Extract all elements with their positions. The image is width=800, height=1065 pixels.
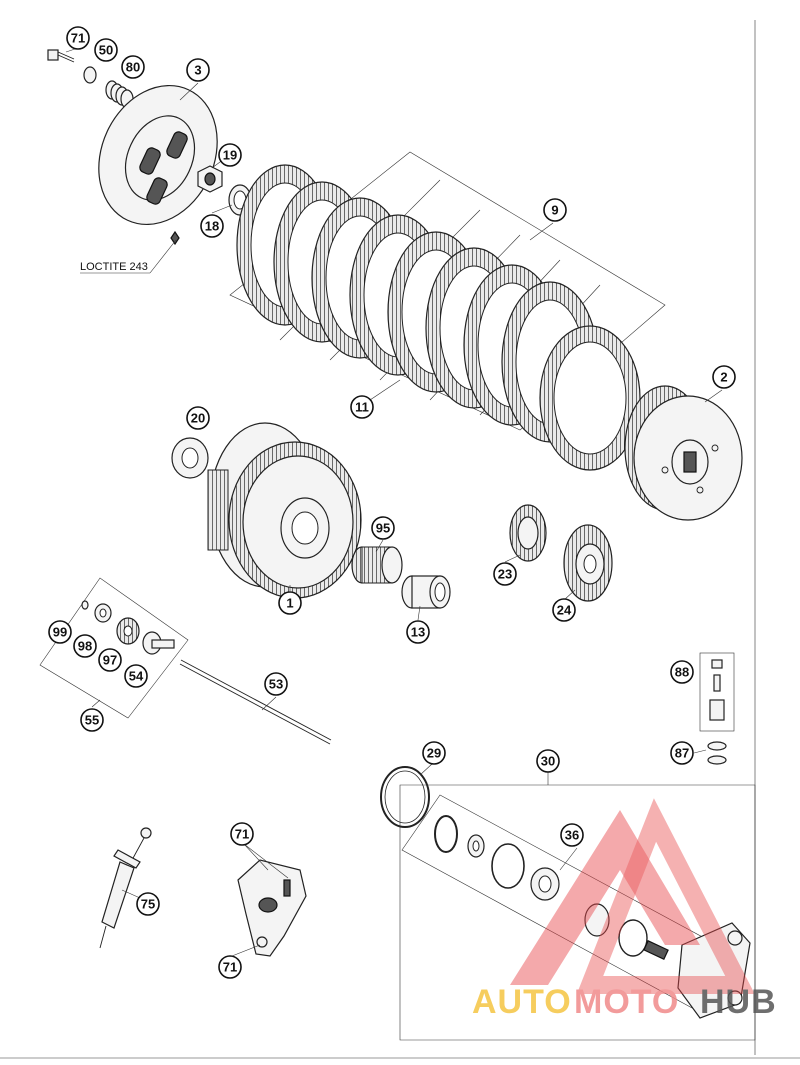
washer-part [83,66,97,84]
watermark-text-auto: AUTO [472,983,572,1021]
svg-text:20: 20 [191,411,205,426]
bolt-part [47,49,75,63]
clutch-disc-stack [229,151,666,471]
slave-cylinder-assembly [399,772,756,1041]
svg-text:23: 23 [498,567,512,582]
watermark-text-moto: MOTO [574,983,679,1021]
callout-2: 2 [712,365,736,389]
svg-text:87: 87 [675,746,689,761]
leader-lines [65,47,723,957]
callout-24: 24 [552,598,576,622]
svg-text:11: 11 [355,400,369,415]
gear-24-part [563,524,613,602]
svg-text:2: 2 [720,370,727,385]
outer-basket-part [207,422,362,599]
push-rod-part [179,659,332,745]
loctite-note: LOCTITE 243 [80,261,148,273]
callout-11: 11 [350,395,374,419]
thrust-washer-part [171,437,209,479]
watermark-text-hub: HUB [700,983,777,1021]
callout-3: 3 [186,58,210,82]
svg-text:71: 71 [235,827,249,842]
callout-1: 1 [278,591,302,615]
callout-87: 87 [670,741,694,765]
slave-cover-part [237,859,307,957]
svg-text:13: 13 [411,625,425,640]
callout-23: 23 [493,562,517,586]
o-ring-part [380,766,430,828]
bleeder-set [699,652,735,765]
nut-part [197,165,223,193]
callout-19: 19 [218,143,242,167]
callout-9: 9 [543,198,567,222]
pressure-plate-part [98,84,218,226]
callout-71-bolt: 71 [66,26,90,50]
callout-36: 36 [560,823,584,847]
pressure-piece-set [39,577,189,719]
svg-text:1: 1 [286,596,293,611]
callout-71-cover-bottom: 71 [218,955,242,979]
svg-text:24: 24 [557,603,572,618]
callout-13: 13 [406,620,430,644]
svg-text:30: 30 [541,754,555,769]
callout-97: 97 [98,648,122,672]
callout-55: 55 [80,708,104,732]
svg-text:53: 53 [269,677,283,692]
callout-71-cover-top: 71 [230,822,254,846]
svg-text:71: 71 [71,31,85,46]
svg-text:71: 71 [223,960,237,975]
callout-95: 95 [371,516,395,540]
callout-99: 99 [48,620,72,644]
svg-text:50: 50 [99,43,113,58]
callout-80: 80 [121,55,145,79]
callout-30: 30 [536,749,560,773]
watermark-logo: AUTO MOTO HUB [472,798,777,1021]
callout-29: 29 [422,741,446,765]
svg-text:3: 3 [194,63,201,78]
callout-20: 20 [186,406,210,430]
svg-text:97: 97 [103,653,117,668]
callout-18: 18 [200,214,224,238]
svg-text:99: 99 [53,625,67,640]
callout-54: 54 [124,664,148,688]
callout-53: 53 [264,672,288,696]
svg-text:88: 88 [675,665,689,680]
svg-text:19: 19 [223,148,237,163]
svg-text:75: 75 [141,897,155,912]
svg-text:80: 80 [126,60,140,75]
callout-50: 50 [94,38,118,62]
callout-75: 75 [136,892,160,916]
syringe-tool-part [99,827,152,949]
needle-bearing-part [351,546,403,584]
svg-text:29: 29 [427,746,441,761]
svg-text:18: 18 [205,219,219,234]
gear-23-part [509,504,547,562]
svg-text:36: 36 [565,828,579,843]
bushing-part [401,575,451,609]
svg-text:54: 54 [129,669,144,684]
svg-text:9: 9 [551,203,558,218]
svg-text:55: 55 [85,713,99,728]
svg-text:98: 98 [78,639,92,654]
callout-98: 98 [73,634,97,658]
inner-hub-part [624,385,743,521]
svg-text:95: 95 [376,521,390,536]
callout-88: 88 [670,660,694,684]
